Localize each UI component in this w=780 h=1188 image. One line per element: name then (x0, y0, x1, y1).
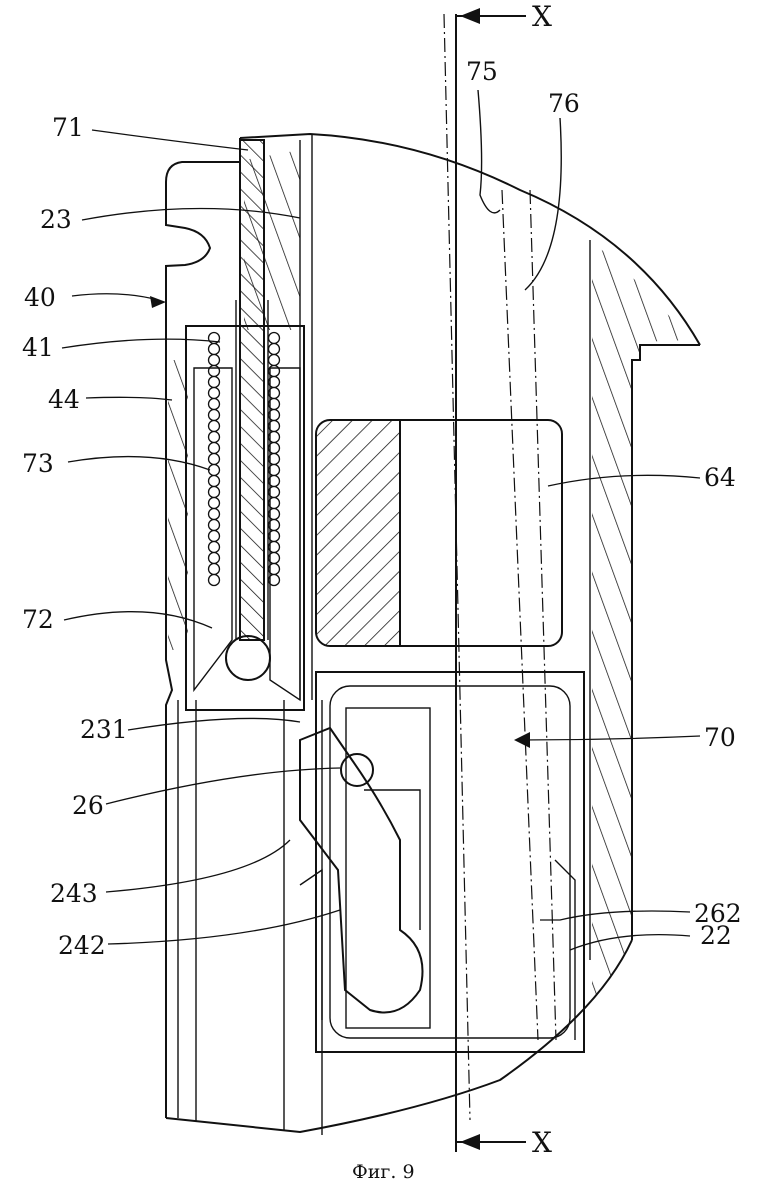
spring-coil (207, 562, 221, 576)
section-label-bottom: X (532, 1126, 552, 1159)
spring-coil (207, 529, 221, 543)
spring-coil (207, 397, 221, 411)
label-73: 73 (22, 449, 54, 478)
spring-coil (207, 507, 221, 521)
label-231: 231 (80, 715, 128, 744)
spring-coil (207, 430, 221, 444)
label-71: 71 (52, 113, 84, 142)
section-label-top: X (532, 0, 552, 33)
left-wall-hatch (168, 150, 300, 650)
centre-lines (443, 13, 562, 1152)
spring-coil (207, 540, 221, 554)
leader-lines (61, 129, 701, 951)
spring-coil (207, 496, 221, 510)
housing-outline (165, 132, 701, 1135)
label-76: 76 (548, 89, 580, 118)
spring-coil (207, 386, 221, 400)
spring-coil (207, 364, 221, 378)
label-40: 40 (24, 283, 56, 312)
spring-coil (207, 419, 221, 433)
lower-mechanism (299, 671, 585, 1053)
spring-coil (267, 573, 281, 587)
callout-labels: 71 23 40 41 44 73 72 231 26 243 242 75 7… (22, 0, 742, 1183)
spring-coil (207, 551, 221, 565)
spring-coil (207, 441, 221, 455)
label-41: 41 (22, 333, 54, 362)
spring-coil (207, 573, 221, 587)
spring-coil (267, 331, 281, 345)
spring-coil (207, 353, 221, 367)
spring-coil (207, 452, 221, 466)
spring-coil (207, 463, 221, 477)
label-243: 243 (50, 879, 98, 908)
label-23: 23 (40, 205, 72, 234)
label-75: 75 (466, 57, 498, 86)
label-242: 242 (58, 931, 106, 960)
label-64: 64 (704, 463, 736, 492)
spring-coil (267, 342, 281, 356)
spring-coil (207, 485, 221, 499)
pin-assembly (185, 139, 305, 711)
label-262: 262 (694, 899, 742, 928)
block-64 (315, 419, 563, 647)
spring-coils (207, 331, 281, 587)
label-22: 22 (700, 921, 732, 950)
label-72: 72 (22, 605, 54, 634)
spring-coil (207, 408, 221, 422)
section-markers (456, 8, 526, 1150)
right-wall-hatch (592, 242, 690, 1000)
label-26: 26 (72, 791, 104, 820)
spring-coil (207, 518, 221, 532)
label-44: 44 (48, 385, 80, 414)
spring-coil (207, 375, 221, 389)
spring-coil (207, 342, 221, 356)
label-70: 70 (704, 723, 736, 752)
spring-coil (207, 474, 221, 488)
spring-coil (267, 353, 281, 367)
figure-caption: Фиг. 9 (352, 1161, 415, 1183)
